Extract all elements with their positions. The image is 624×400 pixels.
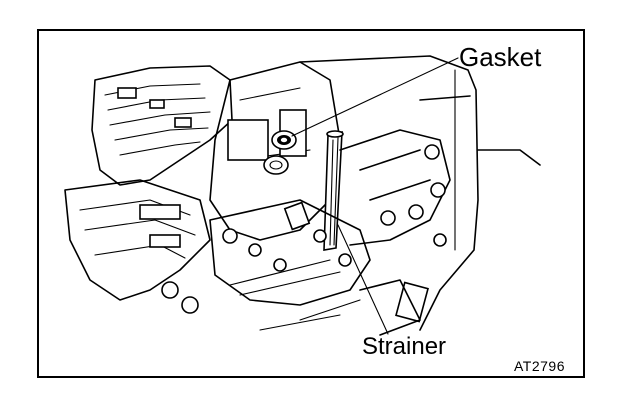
valve-body-right [339,129,451,247]
strainer-leader-line [337,224,389,335]
gasket-leader-line [291,57,459,137]
valve-body-lower-left [64,179,211,314]
valve-body-center [209,61,341,241]
valve-body-lower-plate [209,199,371,306]
valve-body-left [91,65,233,186]
transmission-case-outline [299,55,541,331]
figure-code: AT2796 [514,358,565,374]
figure-frame [37,29,585,378]
valve-body-bottom-right [259,279,429,336]
strainer-part [323,130,344,251]
gasket-part [263,130,297,175]
gasket-label: Gasket [459,42,542,72]
strainer-label: Strainer [362,333,447,360]
